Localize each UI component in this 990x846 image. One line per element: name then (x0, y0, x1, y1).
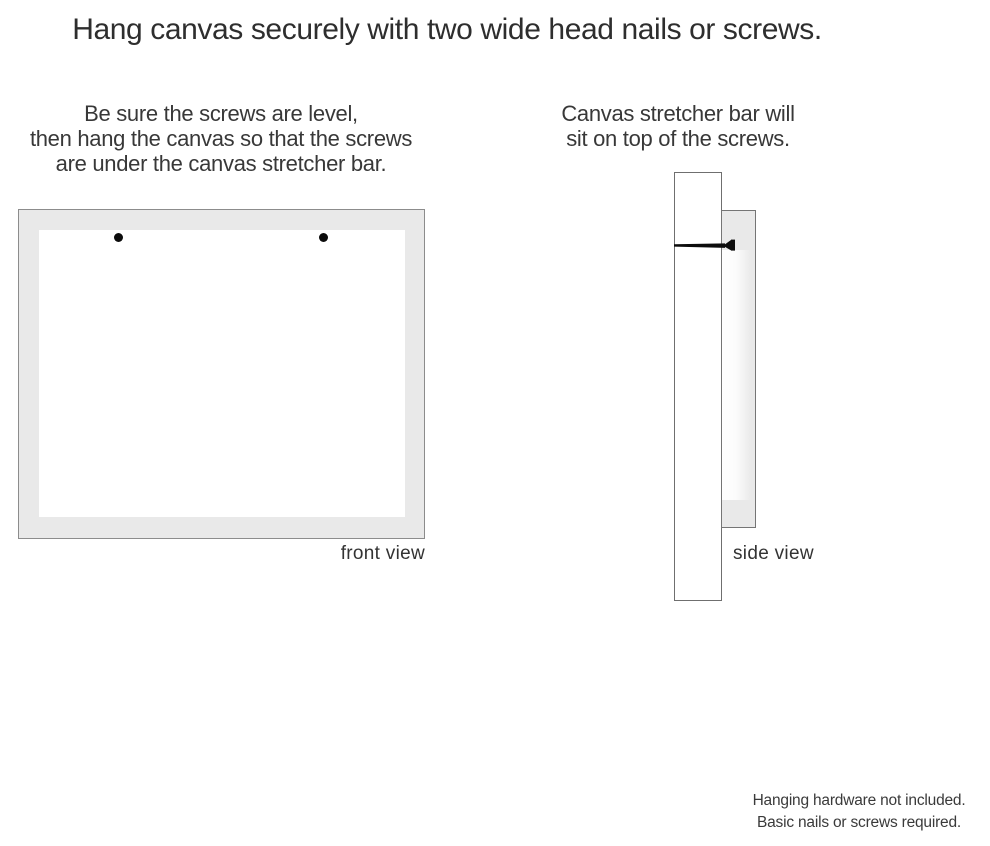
instruction-line: are under the canvas stretcher bar. (55, 151, 387, 176)
side-view-wall (674, 172, 722, 601)
side-view-bar-gap (722, 250, 753, 500)
front-view-instructions: Be sure the screws are level, then hang … (21, 101, 421, 176)
side-view-instructions: Canvas stretcher bar will sit on top of … (528, 101, 828, 151)
side-view-label: side view (733, 543, 814, 564)
footnote-line: Basic nails or screws required. (757, 814, 961, 831)
instruction-line: then hang the canvas so that the screws (29, 126, 413, 151)
front-view-label: front view (340, 543, 425, 564)
page-title: Hang canvas securely with two wide head … (72, 13, 822, 46)
hardware-footnote: Hanging hardware not included. Basic nai… (728, 790, 990, 834)
instruction-line: sit on top of the screws. (566, 126, 790, 151)
nail-icon (674, 239, 735, 251)
front-view-canvas-face (39, 230, 405, 517)
instruction-line: Canvas stretcher bar will (561, 101, 795, 126)
instruction-line: Be sure the screws are level, (84, 101, 358, 126)
screw-head-right-icon (319, 233, 328, 242)
footnote-line: Hanging hardware not included. (752, 792, 966, 809)
screw-head-left-icon (114, 233, 123, 242)
